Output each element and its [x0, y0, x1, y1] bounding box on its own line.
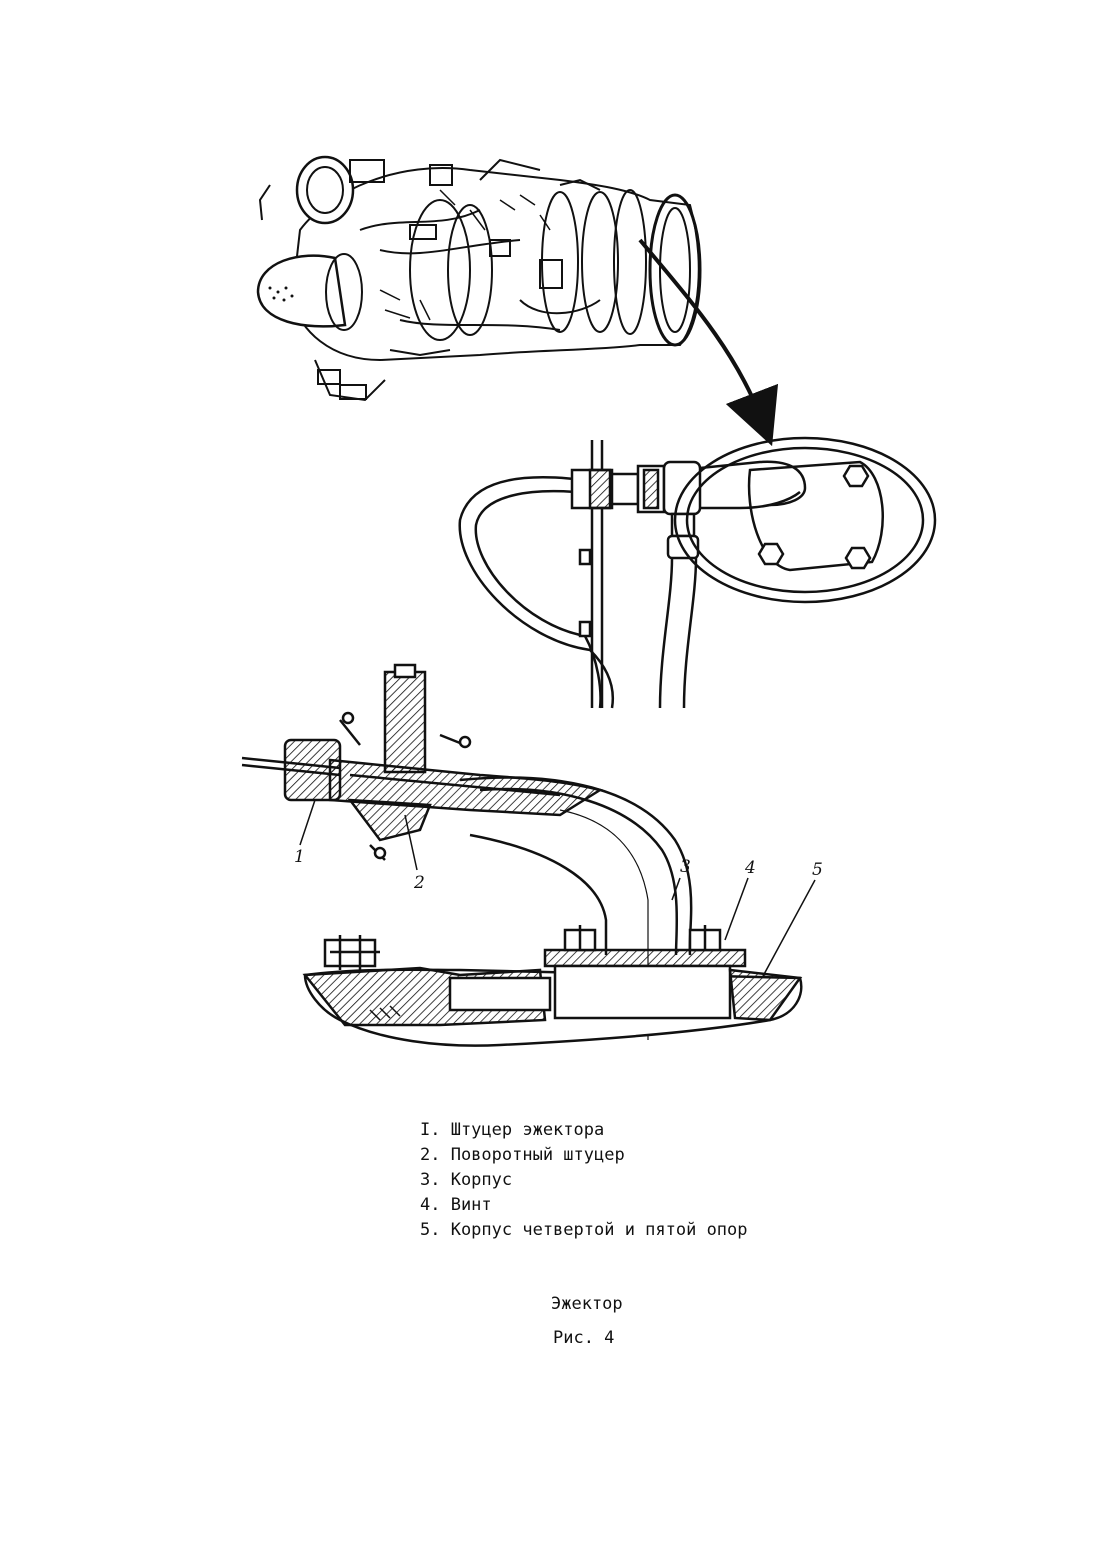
legend-item: 5. Корпус четвертой и пятой опор [420, 1220, 748, 1240]
callout-4: 4 [744, 858, 756, 878]
callout-5: 5 [812, 860, 823, 880]
callout-1: 1 [294, 847, 305, 867]
callout-leaders [299, 799, 816, 979]
figure-title: Эжектор [551, 1294, 623, 1314]
ejector-section-drawing [241, 663, 803, 1047]
ejector-detail-view [458, 436, 937, 709]
legend-item: 4. Винт [420, 1195, 492, 1215]
parts-legend: I. Штуцер эжектора 2. Поворотный штуцер … [420, 1118, 748, 1243]
legend-item: 3. Корпус [420, 1170, 513, 1190]
engine-illustration [256, 155, 702, 402]
ejector-drawing: 1 2 3 4 5 [241, 155, 937, 1047]
legend-item: 2. Поворотный штуцер [420, 1145, 625, 1165]
pointer-arrow [638, 238, 779, 447]
ejector-figure: 1 2 3 4 5 [241, 155, 937, 1047]
callout-2: 2 [413, 873, 425, 893]
callout-3: 3 [680, 857, 691, 877]
figure-number: Рис. 4 [553, 1328, 615, 1348]
legend-item: I. Штуцер эжектора [420, 1120, 605, 1140]
